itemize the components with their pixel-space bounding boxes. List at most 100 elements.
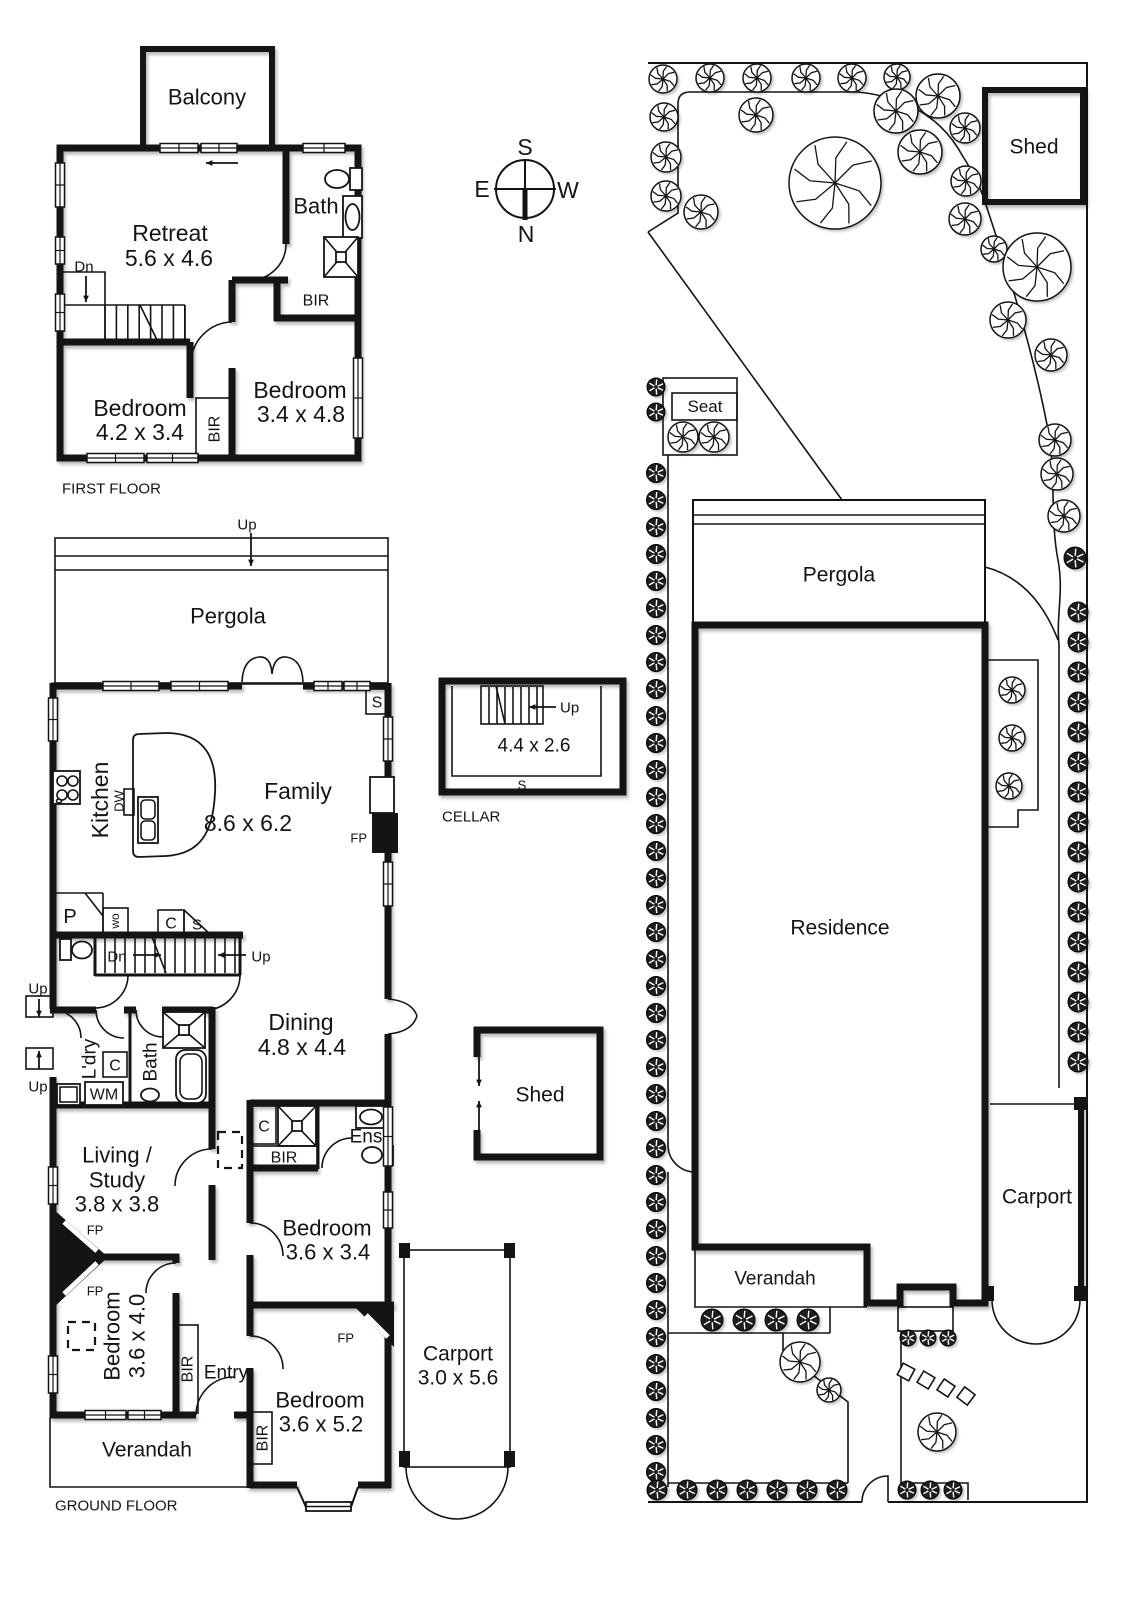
store-label: S	[518, 778, 527, 793]
compass-e: E	[474, 176, 489, 202]
shrub-icon	[899, 1329, 917, 1347]
tree-icon	[897, 129, 943, 175]
bir-label: BIR	[255, 1425, 272, 1452]
retreat-dims: 5.6 x 4.6	[125, 245, 213, 271]
shrub-icon	[736, 1479, 758, 1501]
tree-icon	[883, 63, 911, 91]
shrub-icon	[646, 733, 666, 753]
shrub-icon	[897, 1480, 917, 1500]
wall-oven-label: wo	[108, 913, 122, 930]
up-label: Up	[28, 1078, 47, 1095]
basin-icon	[140, 1087, 160, 1103]
shrub-icon	[646, 1165, 666, 1185]
door-arcs	[94, 974, 418, 1416]
pantry-label: P	[63, 906, 76, 928]
living-dims: 3.8 x 3.8	[75, 1192, 159, 1217]
shrub-icon	[646, 1111, 666, 1131]
bedroom1-label: Bedroom	[93, 395, 186, 421]
shrub-icon	[646, 841, 666, 861]
bir-closet	[175, 1324, 199, 1414]
shrub-icon	[646, 1408, 666, 1428]
tree-icon	[1047, 499, 1081, 533]
dining-label: Dining	[268, 1009, 333, 1035]
shrub-icon	[646, 706, 666, 726]
tree-icon	[698, 421, 730, 453]
shrub-icon	[646, 1030, 666, 1050]
vanity-icon	[342, 195, 363, 239]
tree-icon	[742, 63, 772, 93]
tree-icon	[837, 63, 867, 93]
bath-label: Bath	[293, 194, 338, 219]
shrub-icon	[920, 1480, 940, 1500]
tree-icon	[648, 64, 678, 94]
shrub-icon	[646, 517, 666, 537]
shrub-icon	[1067, 661, 1089, 683]
cupboard-label: C	[258, 1119, 270, 1136]
shrub-icon	[646, 1354, 666, 1374]
fireplace-living	[53, 1209, 108, 1257]
dn-label: Dn	[74, 258, 93, 275]
fireplace-bed-left	[53, 1257, 108, 1308]
shrub-icon	[1067, 601, 1089, 623]
shrub-icon	[700, 1308, 724, 1332]
toilet-icon	[324, 167, 363, 191]
bedroom-left-label: Bedroom	[100, 1291, 125, 1380]
boundary-fence	[648, 62, 1088, 1503]
pergola-label: Pergola	[190, 604, 267, 629]
compass-n: N	[518, 221, 535, 247]
bedroom-mid-label: Bedroom	[282, 1216, 371, 1241]
door-arc	[52, 1009, 82, 1039]
shrub-icon	[646, 1084, 666, 1104]
tree-icon	[1034, 338, 1068, 372]
shrub-icon	[646, 571, 666, 591]
compass-icon: S E W N	[474, 134, 579, 247]
shrub-icon	[646, 1381, 666, 1401]
shrub-icon	[732, 1308, 756, 1332]
site-verandah-outline	[694, 1250, 867, 1308]
fireplace-family	[372, 813, 398, 853]
bir-closet	[195, 397, 233, 459]
bedroom1-dims: 4.2 x 3.4	[96, 419, 184, 445]
shrub-icon	[1067, 721, 1089, 743]
stepping-stone	[935, 1377, 957, 1399]
shrub-icon	[646, 1273, 666, 1293]
shrub-icon	[646, 1300, 666, 1320]
laundry-label: L'dry	[80, 1038, 101, 1079]
compass-w: W	[557, 177, 579, 203]
shrubs	[646, 377, 1089, 1501]
shrub-icon	[1067, 781, 1089, 803]
shrub-icon	[646, 377, 666, 397]
tree-icon	[779, 1341, 821, 1383]
shrub-icon	[1067, 961, 1089, 983]
ens-label: Ens	[350, 1127, 383, 1148]
bir-label: BIR	[271, 1150, 298, 1167]
washing-machine-icon	[84, 1081, 124, 1106]
entry-label: Entry	[204, 1363, 249, 1384]
shower-icon	[277, 1105, 317, 1147]
shrub-icon	[646, 1246, 666, 1266]
shrub-icon	[646, 814, 666, 834]
dw-label: DW	[112, 789, 127, 811]
tree-icon	[948, 202, 982, 236]
gate-arc	[861, 1475, 889, 1503]
shrub-icon	[646, 679, 666, 699]
shrub-icon	[646, 402, 666, 422]
door-arc	[190, 321, 233, 364]
dashed-opening	[66, 1320, 97, 1352]
dining-dims: 4.8 x 4.4	[258, 1034, 346, 1060]
door-arc	[249, 243, 287, 281]
tree-icon	[980, 235, 1008, 263]
shrub-icon	[646, 760, 666, 780]
shrub-icon	[646, 949, 666, 969]
site-residence-label: Residence	[790, 916, 889, 939]
shrub-icon	[766, 1479, 788, 1501]
shrub-icon	[796, 1479, 818, 1501]
shrub-icon	[646, 490, 666, 510]
site-residence-outline	[691, 621, 989, 1307]
tree-icon	[1040, 457, 1074, 491]
tree-icon	[917, 1412, 957, 1452]
trough-icon	[56, 1083, 81, 1106]
carport-ground	[399, 1243, 515, 1520]
tree-icon	[1002, 232, 1072, 302]
